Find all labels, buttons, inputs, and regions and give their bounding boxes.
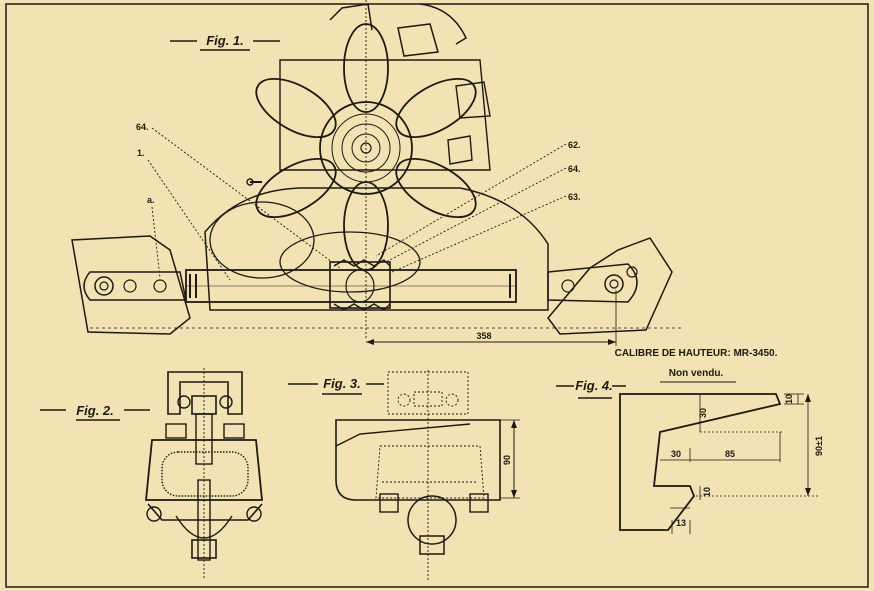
dimension-fig4-30-vertical: 30 bbox=[698, 408, 708, 418]
callout-64-left: 64. bbox=[136, 122, 149, 132]
gauge-outline bbox=[619, 393, 782, 531]
dimension-fig4-90: 90±1 bbox=[814, 436, 824, 456]
figure-2-caption: Fig. 2. bbox=[76, 403, 114, 418]
mount-housing bbox=[145, 439, 263, 501]
callout-leader-lines bbox=[147, 127, 567, 281]
figure-4-height-gauge: CALIBRE DE HAUTEUR: MR-3450. Non vendu. … bbox=[556, 348, 824, 534]
right-bracket bbox=[547, 237, 673, 335]
figure-1-engine-assembly: Fig. 1. bbox=[71, 0, 684, 346]
radiator-hose bbox=[329, 3, 373, 31]
radiator bbox=[279, 59, 491, 171]
dimension-fig4-85: 85 bbox=[725, 449, 735, 459]
dimension-fig4-13: 13 bbox=[676, 518, 686, 528]
height-gauge-profile bbox=[335, 419, 501, 501]
reaction-rod bbox=[185, 259, 517, 311]
sheet-border bbox=[5, 3, 869, 588]
figure-2-mount-section: Fig. 2. bbox=[40, 368, 263, 580]
left-bracket bbox=[71, 235, 191, 335]
engine-block bbox=[204, 187, 549, 311]
gauge-subtitle: Non vendu. bbox=[669, 368, 724, 379]
callout-62: 62. bbox=[568, 140, 581, 150]
gauge-dimension-lines bbox=[660, 393, 818, 534]
right-link bbox=[547, 263, 638, 303]
engine-mount-housing bbox=[279, 231, 421, 293]
dimension-fig3-90: 90 bbox=[502, 455, 512, 465]
callout-a: a. bbox=[147, 195, 155, 205]
callout-63: 63. bbox=[568, 192, 581, 202]
callout-1: 1. bbox=[137, 148, 145, 158]
figure-3-mount-with-gauge: Fig. 3. 90 bbox=[288, 370, 520, 580]
dimension-fig4-30-horizontal: 30 bbox=[671, 449, 681, 459]
dimension-fig4-10-lower: 10 bbox=[702, 487, 712, 497]
oil-filter bbox=[455, 81, 491, 119]
left-link bbox=[83, 271, 187, 301]
gauge-title: CALIBRE DE HAUTEUR: MR-3450. bbox=[615, 348, 778, 359]
figure-1-caption: Fig. 1. bbox=[206, 33, 244, 48]
dimension-358: 358 bbox=[476, 331, 491, 341]
dynamo-housing bbox=[209, 201, 315, 279]
rubber-block bbox=[161, 451, 249, 497]
callout-64-right: 64. bbox=[568, 164, 581, 174]
dimension-fig4-10-top: 10 bbox=[784, 394, 794, 404]
figure-4-caption: Fig. 4. bbox=[575, 378, 613, 393]
figure-3-caption: Fig. 3. bbox=[323, 376, 361, 391]
